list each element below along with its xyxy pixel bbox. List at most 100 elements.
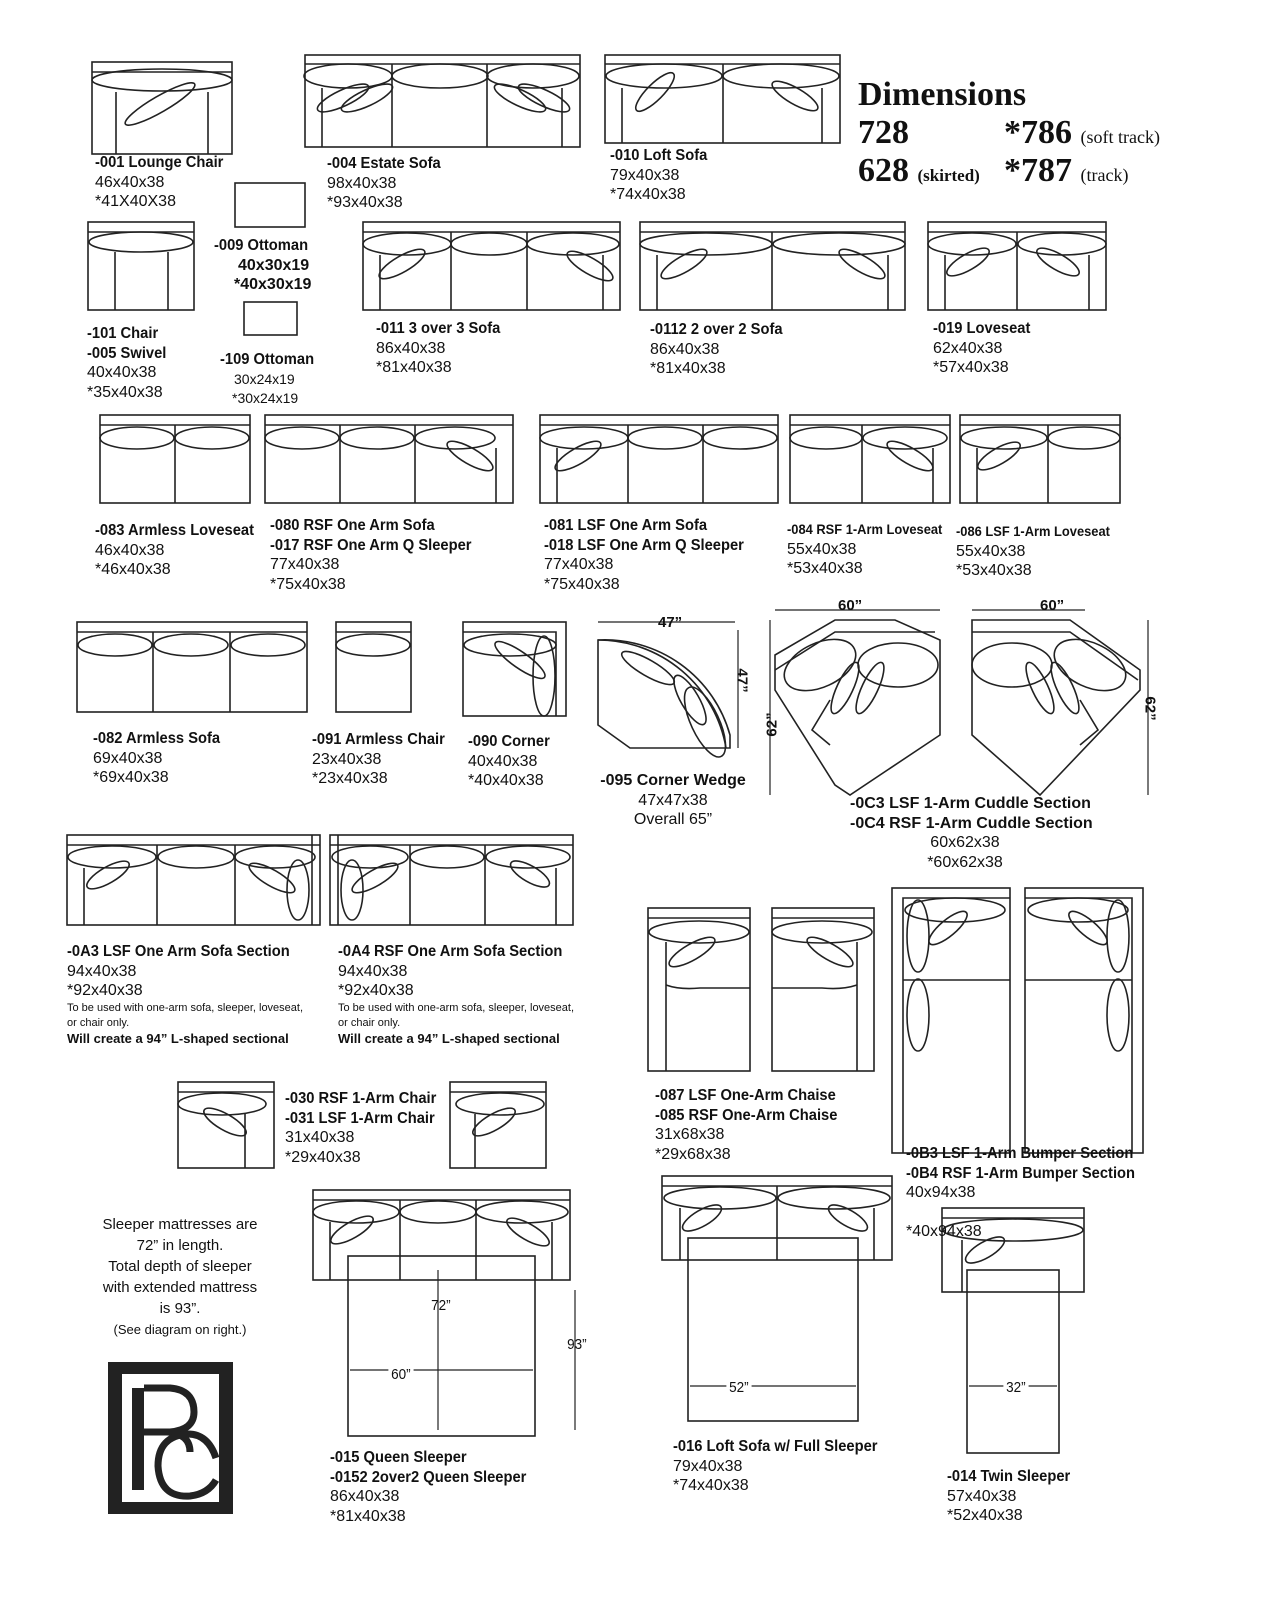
rsf-one-arm-sofa-diagram xyxy=(264,414,514,504)
cuddle-lsf-width-label: 60” xyxy=(838,597,863,614)
caption-line: *30x24x19 xyxy=(232,390,299,406)
caption-line: 77x40x38 xyxy=(270,556,340,573)
caption-line: Will create a 94” L-shaped sectional xyxy=(67,1030,289,1046)
caption-line: -015 Queen Sleeper xyxy=(330,1449,467,1466)
caption-line: -005 Swivel xyxy=(87,344,167,362)
sofa-0112-diagram xyxy=(639,221,906,311)
caption-lsf-sofa-section: -0A3 LSF One Arm Sofa Section 94x40x38 *… xyxy=(67,942,309,1046)
loft-sofa-diagram xyxy=(604,54,841,144)
caption-line: 72” in length. xyxy=(136,1237,224,1254)
caption-line: *81x40x38 xyxy=(376,359,452,376)
armless-chair-diagram xyxy=(335,621,412,713)
caption-line: *69x40x38 xyxy=(93,769,169,786)
caption-line: -0C4 RSF 1-Arm Cuddle Section xyxy=(850,814,1093,832)
caption-line: 30x24x19 xyxy=(234,370,295,387)
caption-queen-sleeper: -015 Queen Sleeper -0152 2over2 Queen Sl… xyxy=(330,1448,543,1526)
caption-line: -017 RSF One Arm Q Sleeper xyxy=(270,536,472,554)
rsf-sofa-section-diagram xyxy=(329,834,574,926)
lounge-chair-diagram xyxy=(91,61,233,155)
ottoman-009-diagram xyxy=(234,182,306,228)
dimensions-legend: Dimensions 728 *786 (soft track) 628 (sk… xyxy=(858,76,1160,189)
caption-line: 60x62x38 xyxy=(930,834,1000,851)
caption-line: Overall 65” xyxy=(633,811,713,828)
caption-bumper: -0B3 LSF 1-Arm Bumper Section -0B4 RSF 1… xyxy=(906,1144,1155,1242)
bumper-lsf-diagram xyxy=(891,887,1011,1154)
caption-line: with extended mattress xyxy=(102,1279,258,1296)
queen-sleeper-dim-lines xyxy=(350,1270,576,1430)
caption-line: *35x40x38 xyxy=(87,383,163,401)
caption-line: *29x40x38 xyxy=(285,1148,361,1166)
caption-line: *74x40x38 xyxy=(610,186,686,203)
caption-line: *40x40x38 xyxy=(468,772,544,789)
caption-line: To be used with one-arm sofa, sleeper, l… xyxy=(67,1001,304,1014)
corner-wedge-diagram xyxy=(597,639,731,758)
caption-twin-sleeper: -014 Twin Sleeper 57x40x38 *52x40x38 xyxy=(947,1467,1081,1526)
caption-line: 46x40x38 xyxy=(95,173,165,191)
caption-line: 40x40x38 xyxy=(87,364,157,381)
caption-line: is 93”. xyxy=(159,1300,201,1317)
caption-lounge-chair: -001 Lounge Chair 46x40x38 *41X40X38 xyxy=(95,153,235,212)
caption-line: Will create a 94” L-shaped sectional xyxy=(338,1030,560,1046)
chaise-lsf-diagram xyxy=(647,907,751,1072)
caption-line: -0152 2over2 Queen Sleeper xyxy=(330,1468,527,1486)
caption-line: -090 Corner xyxy=(468,733,550,750)
cuddle-lsf-height-label: 62” xyxy=(763,712,781,737)
caption-line: -019 Loveseat xyxy=(933,320,1031,337)
caption-line: 98x40x38 xyxy=(327,174,397,192)
caption-rsf-loveseat: -084 RSF 1-Arm Loveseat 55x40x38 *53x40x… xyxy=(787,520,956,579)
caption-line: -095 Corner Wedge xyxy=(600,772,746,789)
caption-line: -080 RSF One Arm Sofa xyxy=(270,517,435,534)
code-628: 628 (skirted) xyxy=(858,152,980,189)
lsf-one-arm-chair-diagram xyxy=(449,1081,547,1169)
caption-ottoman-009: -009 Ottoman 40x30x19 *40x30x19 xyxy=(214,236,316,295)
corner-diagram xyxy=(462,621,567,717)
caption-line: -018 LSF One Arm Q Sleeper xyxy=(544,536,744,554)
armless-loveseat-diagram xyxy=(99,414,251,504)
caption-line: (See diagram on right.) xyxy=(113,1322,247,1337)
rsf-one-arm-chair-diagram xyxy=(177,1081,275,1169)
caption-line: 86x40x38 xyxy=(376,339,446,357)
caption-line: Sleeper mattresses are xyxy=(102,1216,258,1233)
caption-line: -0B3 LSF 1-Arm Bumper Section xyxy=(906,1145,1134,1162)
caption-line: 55x40x38 xyxy=(956,542,1026,560)
caption-line: -011 3 over 3 Sofa xyxy=(376,320,501,337)
caption-line: *75x40x38 xyxy=(544,575,620,593)
cuddle-rsf-diagram xyxy=(971,619,1141,797)
corner-wedge-width-label: 47” xyxy=(658,614,683,631)
caption-line: *75x40x38 xyxy=(270,575,346,593)
caption-line: 31x40x38 xyxy=(285,1129,355,1146)
caption-line: *23x40x38 xyxy=(312,770,388,787)
sofa-011-diagram xyxy=(362,221,621,311)
caption-line: 94x40x38 xyxy=(67,962,137,980)
caption-line: or chair only. xyxy=(67,1016,130,1029)
code-728: 728 xyxy=(858,114,909,151)
loft-sleeper-diagram xyxy=(661,1175,893,1422)
caption-line: -001 Lounge Chair xyxy=(95,154,224,171)
rsf-loveseat-diagram xyxy=(789,414,951,504)
caption-chaise: -087 LSF One-Arm Chaise -085 RSF One-Arm… xyxy=(655,1086,853,1164)
caption-line: *53x40x38 xyxy=(787,560,863,577)
caption-one-arm-chair: -030 RSF 1-Arm Chair -031 LSF 1-Arm Chai… xyxy=(285,1089,450,1167)
caption-line: or chair only. xyxy=(338,1016,401,1029)
caption-line: -009 Ottoman xyxy=(214,237,309,254)
caption-line: 40x40x38 xyxy=(468,752,538,770)
chair-101-diagram xyxy=(87,221,195,311)
code-786: *786 (soft track) xyxy=(1004,114,1160,151)
caption-line: 23x40x38 xyxy=(312,750,382,768)
caption-line: *46x40x38 xyxy=(95,561,171,578)
caption-chair-101: -101 Chair -005 Swivel 40x40x38 *35x40x3… xyxy=(87,324,173,402)
caption-line: *41X40X38 xyxy=(95,193,176,210)
caption-line: *93x40x38 xyxy=(327,194,403,211)
chaise-rsf-diagram xyxy=(771,907,875,1072)
caption-line: 40x94x38 *40x94x38 xyxy=(906,1183,1155,1242)
loveseat-019-diagram xyxy=(927,221,1107,311)
caption-armless-loveseat: -083 Armless Loveseat 46x40x38 *46x40x38 xyxy=(95,521,268,580)
caption-sofa-011: -011 3 over 3 Sofa 86x40x38 *81x40x38 xyxy=(376,319,511,378)
twin-sleeper-32-label: 32” xyxy=(1003,1379,1029,1396)
caption-line: -030 RSF 1-Arm Chair xyxy=(285,1090,437,1107)
caption-line: *29x68x38 xyxy=(655,1145,731,1163)
caption-line: -0112 2 over 2 Sofa xyxy=(650,321,783,338)
caption-line: -0A3 LSF One Arm Sofa Section xyxy=(67,943,290,960)
estate-sofa-diagram xyxy=(303,54,581,148)
